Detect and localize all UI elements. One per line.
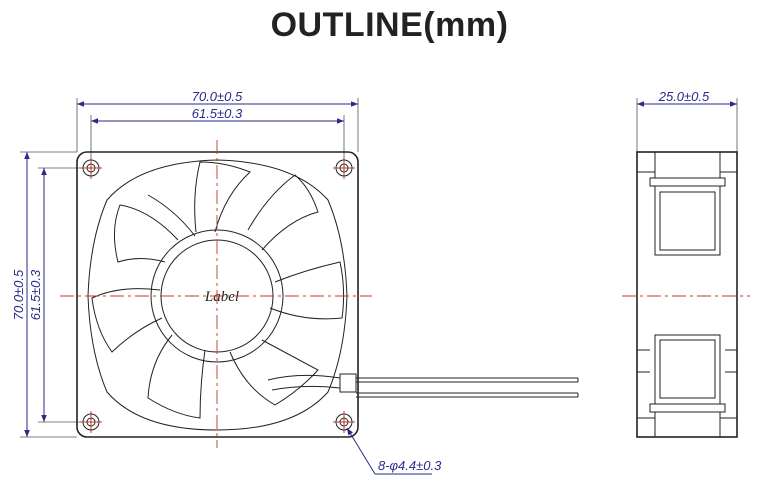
front-hole-pitch-width-label: 61.5±0.3 [192,106,243,121]
side-depth-label: 25.0±0.5 [658,89,710,104]
side-view: 25.0±0.5 [622,89,750,438]
front-hole-pitch-height-label: 61.5±0.3 [28,269,43,320]
front-height-label: 70.0±0.5 [11,269,26,320]
lead-wires [267,373,579,398]
front-width-label: 70.0±0.5 [192,89,243,104]
page-title: OUTLINE(mm) [270,6,509,44]
fan-blades [91,161,345,419]
fan-frame [76,151,359,438]
hub-label: Label [204,289,239,305]
side-housing [636,151,738,438]
front-view: 70.0±0.5 61.5±0.3 70.0±0.5 61.5±0.3 [11,89,579,475]
mounting-hole-label: 8-φ4.4±0.3 [378,458,442,473]
mounting-holes [80,157,355,433]
fan-hub-outer [150,229,284,363]
